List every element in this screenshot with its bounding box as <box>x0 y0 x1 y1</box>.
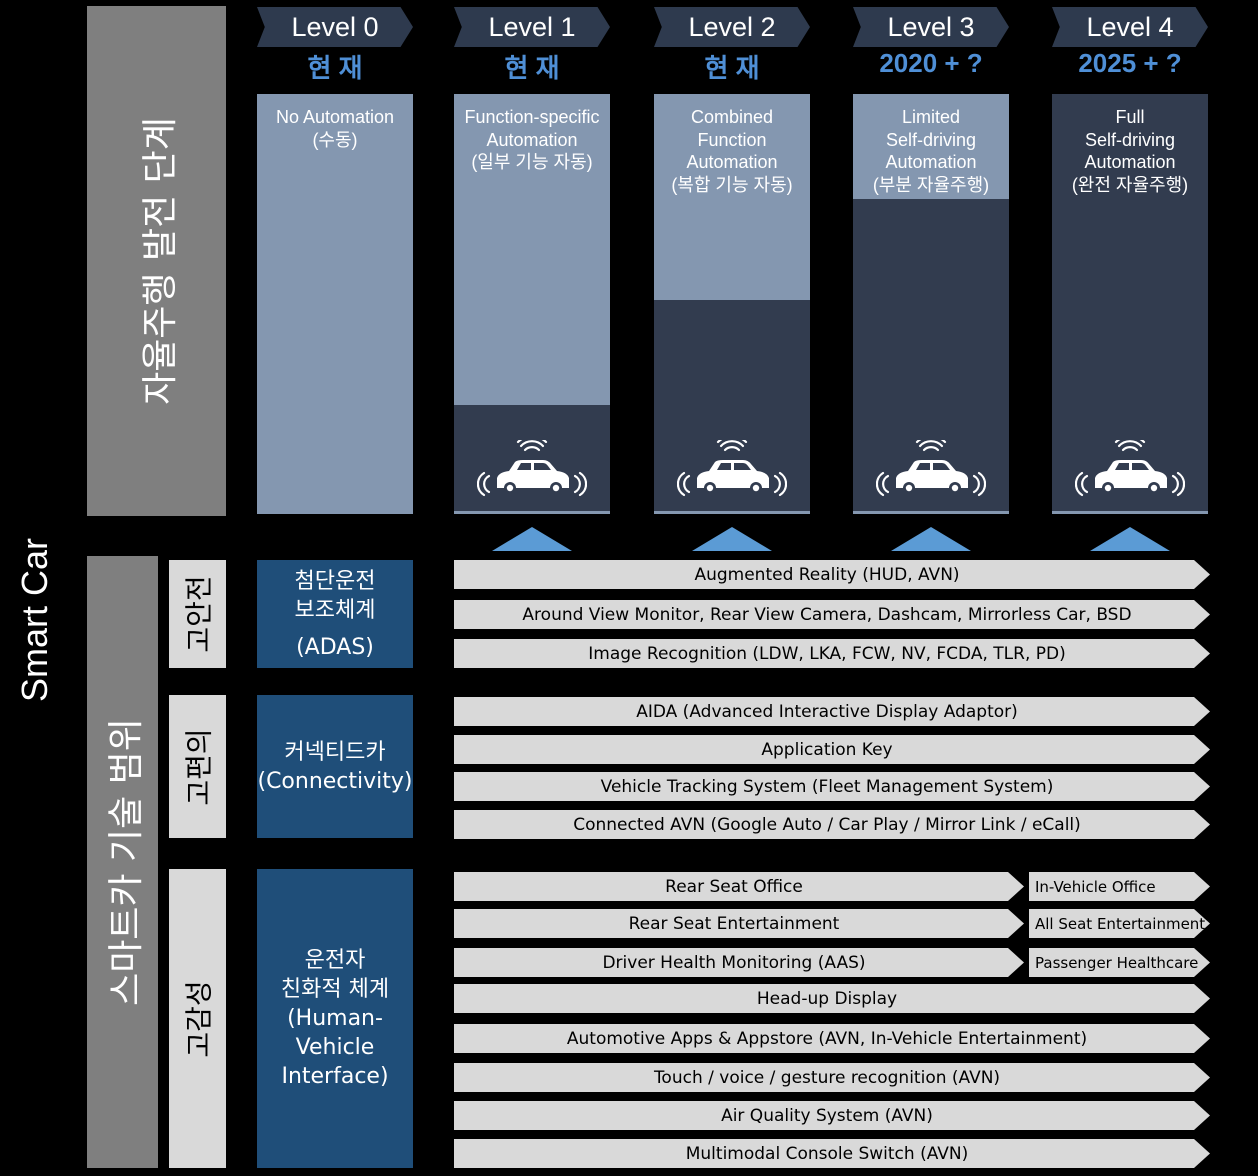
level-description-line: Self-driving <box>885 129 977 150</box>
level-header: Level 0 <box>257 7 413 47</box>
technology-arrow: Air Quality System (AVN) <box>454 1101 1210 1130</box>
autonomous-stages-bar: 자율주행 발전 단계 <box>87 6 226 516</box>
connected-car-icon <box>476 435 588 502</box>
up-triangle-icon <box>692 527 772 551</box>
level-description-line: (수동) <box>312 129 358 150</box>
category-line: (Connectivity) <box>257 768 413 794</box>
level-description-line: Full <box>1115 107 1145 127</box>
technology-arrow: Application Key <box>454 735 1210 764</box>
level-description: No Automation(수동) <box>257 106 413 151</box>
level-description-line: (완전 자율주행) <box>1071 174 1189 195</box>
level-timing: 현 재 <box>307 53 363 83</box>
group-label-text: 고편의 <box>182 727 216 806</box>
technology-arrow: Rear Seat Office <box>454 872 1024 901</box>
group-label-text: 고감성 <box>182 979 216 1058</box>
technology-arrow: Touch / voice / gesture recognition (AVN… <box>454 1063 1210 1092</box>
level-description-line: Automation <box>1084 152 1176 172</box>
technology-arrow: Connected AVN (Google Auto / Car Play / … <box>454 810 1210 839</box>
level-timing: 현 재 <box>704 53 760 83</box>
level-timing: 2020 + ? <box>879 48 983 78</box>
technology-arrow: Vehicle Tracking System (Fleet Managemen… <box>454 772 1210 801</box>
technology-arrow: Augmented Reality (HUD, AVN) <box>454 560 1210 589</box>
level-timing: 현 재 <box>504 53 560 83</box>
manual-share-fill <box>853 94 1009 199</box>
group-label: 고감성 <box>169 869 226 1168</box>
column-base-line <box>853 511 1009 514</box>
category-box: 커넥티드카 (Connectivity) <box>257 695 413 838</box>
level-description-line: Automation <box>686 152 778 172</box>
level-description-line: Limited <box>901 107 961 127</box>
column-base-line <box>654 511 810 514</box>
level-description-line: Automation <box>885 152 977 172</box>
category-line: (Human- <box>287 1006 383 1031</box>
manual-share-fill <box>257 94 413 514</box>
manual-share-fill <box>654 94 810 300</box>
level-description-line: Function <box>697 129 767 150</box>
category-line: 운전자 <box>304 948 366 973</box>
category-line: 첨단운전 <box>294 568 376 594</box>
manual-share-fill <box>454 94 610 405</box>
level-header: Level 1 <box>454 7 610 47</box>
side-label: Smart Car <box>14 537 55 703</box>
technology-arrow: Around View Monitor, Rear View Camera, D… <box>454 600 1210 629</box>
group-label: 고편의 <box>169 695 226 838</box>
level-description-line: (부분 자율주행) <box>872 174 990 195</box>
category-line <box>332 625 339 633</box>
level-header: Level 3 <box>853 7 1009 47</box>
category-line: Interface) <box>281 1064 389 1089</box>
level-header: Level 4 <box>1052 7 1208 47</box>
up-triangle-icon <box>492 527 572 551</box>
connected-car-icon <box>875 435 987 502</box>
group-label: 고안전 <box>169 560 226 668</box>
technology-arrow: Driver Health Monitoring (AAS) <box>454 948 1024 977</box>
group-label-text: 고안전 <box>182 575 216 653</box>
level-column: No Automation(수동) <box>257 94 413 514</box>
category-line: 친화적 체계 <box>280 977 390 1002</box>
category-line: 커넥티드카 <box>284 739 386 765</box>
up-triangle-icon <box>1090 527 1170 551</box>
level-description-line: Function-specific <box>464 107 600 127</box>
level-timing: 2025 + ? <box>1078 48 1182 78</box>
connected-car-icon <box>676 435 788 502</box>
column-base-line <box>454 511 610 514</box>
technology-arrow: Multimodal Console Switch (AVN) <box>454 1139 1210 1168</box>
technology-arrow: AIDA (Advanced Interactive Display Adapt… <box>454 697 1210 726</box>
connected-car-icon <box>1074 435 1186 502</box>
level-description-line: No Automation <box>275 107 395 127</box>
category-line: 보조체계 <box>294 597 376 623</box>
level-description-line: Automation <box>486 129 578 150</box>
technology-arrow: Rear Seat Entertainment <box>454 909 1024 938</box>
technology-arrow: Head-up Display <box>454 984 1210 1013</box>
level-description-line: (복합 기능 자동) <box>671 174 793 195</box>
level-header: Level 2 <box>654 7 810 47</box>
category-line: Vehicle <box>295 1035 375 1060</box>
up-triangle-icon <box>891 527 971 551</box>
technology-arrow: Automotive Apps & Appstore (AVN, In-Vehi… <box>454 1024 1210 1053</box>
technology-extension-arrow: Passenger Healthcare <box>1029 948 1210 977</box>
technology-extension-arrow: In-Vehicle Office <box>1029 872 1210 901</box>
technology-arrow: Image Recognition (LDW, LKA, FCW, NV, FC… <box>454 639 1210 668</box>
tech-scope-bar: 스마트카 기술 범위 <box>87 556 158 1168</box>
column-base-line <box>1052 511 1208 514</box>
level-description-line: (일부 기능 자동) <box>471 152 593 172</box>
level-description-line: Combined <box>690 107 774 127</box>
level-description-line: Self-driving <box>1084 129 1176 150</box>
technology-extension-arrow: All Seat Entertainment <box>1029 909 1210 938</box>
category-line: (ADAS) <box>296 634 374 660</box>
